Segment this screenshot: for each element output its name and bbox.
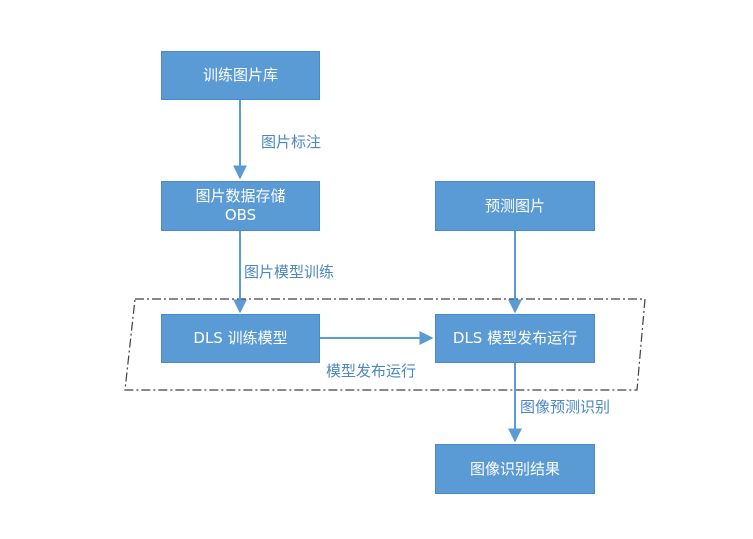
node-image-data-storage-label: 图片数据存储 <box>195 187 286 205</box>
node-image-data-storage: 图片数据存储 OBS <box>161 181 320 231</box>
node-dls-training-model: DLS 训练模型 <box>161 314 320 363</box>
node-recognition-result: 图像识别结果 <box>435 444 595 494</box>
node-dls-model-deploy-label: DLS 模型发布运行 <box>452 329 578 347</box>
node-recognition-result-label: 图像识别结果 <box>469 459 560 478</box>
node-training-image-library-label: 训练图片库 <box>202 66 278 84</box>
edge-label-image-annotation: 图片标注 <box>261 133 322 151</box>
dls-platform-boundary <box>124 298 646 391</box>
edge-label-image-predict-recognize: 图像预测识别 <box>520 398 611 416</box>
node-image-data-storage-sublabel: OBS <box>224 206 257 224</box>
node-training-image-library: 训练图片库 <box>161 51 320 100</box>
node-dls-training-model-label: DLS 训练模型 <box>193 329 288 347</box>
node-dls-model-deploy: DLS 模型发布运行 <box>435 314 595 363</box>
edge-label-model-deploy-run: 模型发布运行 <box>326 362 417 380</box>
node-prediction-images: 预测图片 <box>435 181 595 231</box>
edge-label-image-model-training: 图片模型训练 <box>244 263 335 281</box>
node-prediction-images-label: 预测图片 <box>484 196 545 215</box>
